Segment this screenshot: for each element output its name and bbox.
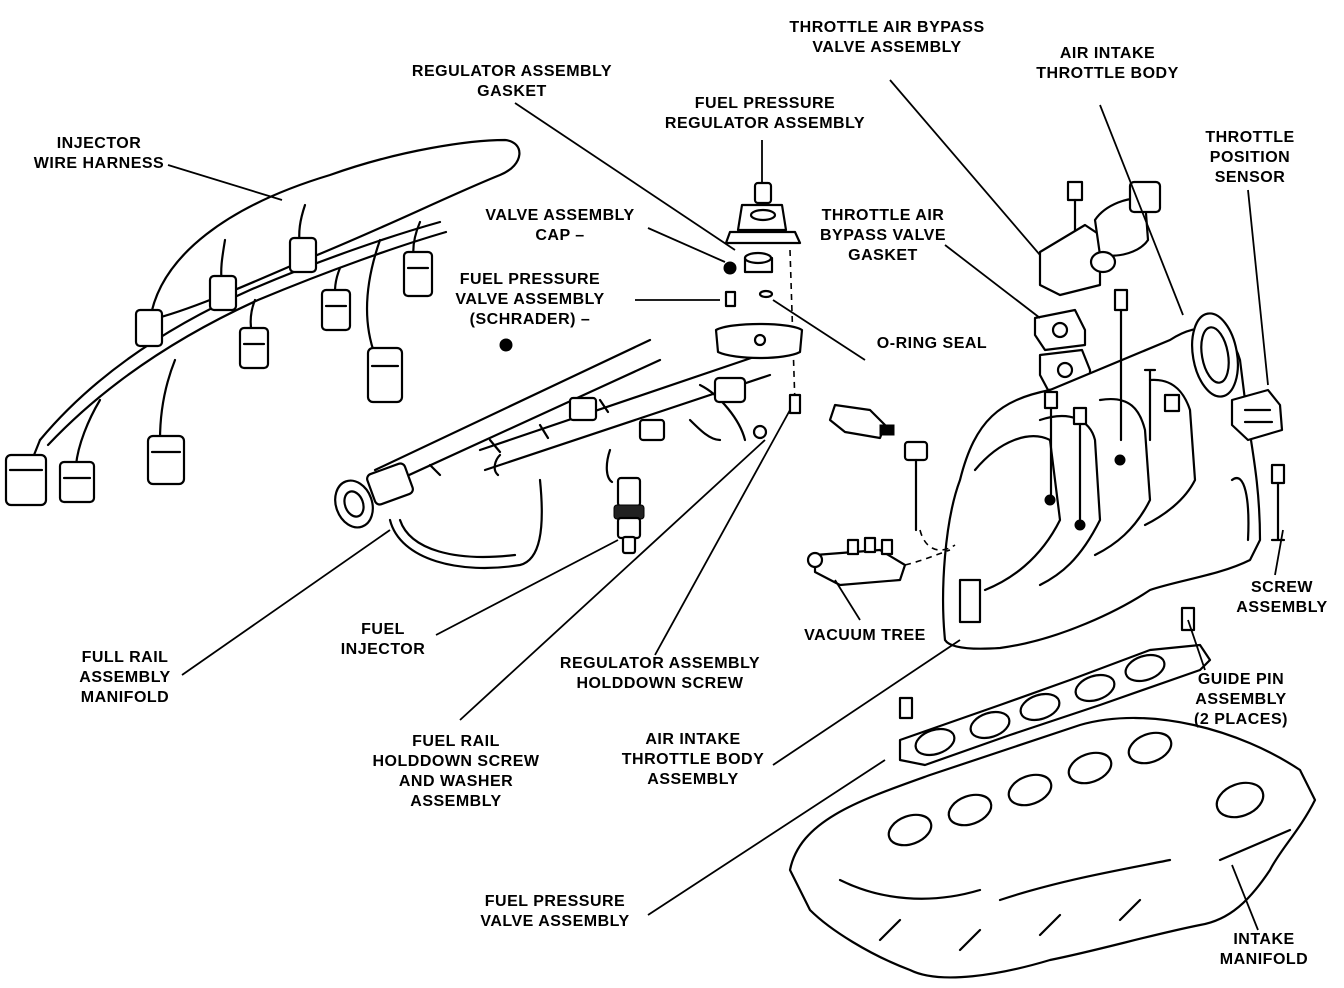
label-fuel-pressure-regulator-assembly: FUEL PRESSURE REGULATOR ASSEMBLY [664, 95, 866, 132]
label-air-intake-throttle-body-assembly: AIR INTAKE THROTTLE BODY ASSEMBLY [621, 731, 765, 788]
label-fuel-injector: FUEL INJECTOR [340, 621, 426, 658]
label-throttle-air-bypass-valve-assembly: THROTTLE AIR BYPASS VALVE ASSEMBLY [789, 19, 985, 56]
label-fuel-rail-holddown-screw: FUEL RAIL HOLDDOWN SCREW AND WASHER ASSE… [372, 733, 540, 810]
label-injector-wire-harness: INJECTOR WIRE HARNESS [33, 135, 165, 172]
intake-gasket [898, 606, 1212, 767]
sensor-and-bolt [828, 403, 956, 551]
label-vacuum-tree: VACUUM TREE [804, 627, 926, 644]
label-regulator-assembly-holddown-screw: REGULATOR ASSEMBLY HOLDDOWN SCREW [559, 655, 761, 692]
fuel-pressure-regulator [499, 181, 804, 415]
fuel-injector [613, 476, 645, 555]
lower-intake-manifold [788, 716, 1317, 979]
vacuum-tree [806, 536, 951, 587]
label-regulator-assembly-gasket: REGULATOR ASSEMBLY GASKET [411, 63, 613, 100]
label-intake-manifold: INTAKE MANIFOLD [1219, 931, 1309, 968]
leader-lines [167, 79, 1284, 931]
label-throttle-position-sensor: THROTTLE POSITION SENSOR [1205, 129, 1295, 186]
label-throttle-air-bypass-valve-gasket: THROTTLE AIR BYPASS VALVE GASKET [819, 207, 947, 264]
label-air-intake-throttle-body: AIR INTAKE THROTTLE BODY [1036, 45, 1179, 82]
label-screw-assembly: SCREW ASSEMBLY [1236, 579, 1328, 616]
upper-intake-assembly [942, 288, 1262, 650]
label-valve-assembly-cap: VALVE ASSEMBLY CAP – [485, 207, 635, 244]
label-guide-pin-assembly: GUIDE PIN ASSEMBLY (2 PLACES) [1194, 671, 1288, 728]
label-full-rail-assembly-manifold: FULL RAIL ASSEMBLY MANIFOLD [79, 649, 171, 706]
fuel-rail-assembly [334, 338, 772, 570]
label-o-ring-seal: O-RING SEAL [876, 335, 988, 352]
label-fuel-pressure-valve-assembly: FUEL PRESSURE VALVE ASSEMBLY [480, 893, 630, 930]
injector-wire-harness [4, 138, 521, 507]
label-fuel-pressure-valve-assembly-schrader: FUEL PRESSURE VALVE ASSEMBLY (SCHRADER) … [455, 271, 605, 328]
throttle-position-sensor [1230, 388, 1284, 442]
throttle-air-bypass-valve [1038, 180, 1162, 297]
